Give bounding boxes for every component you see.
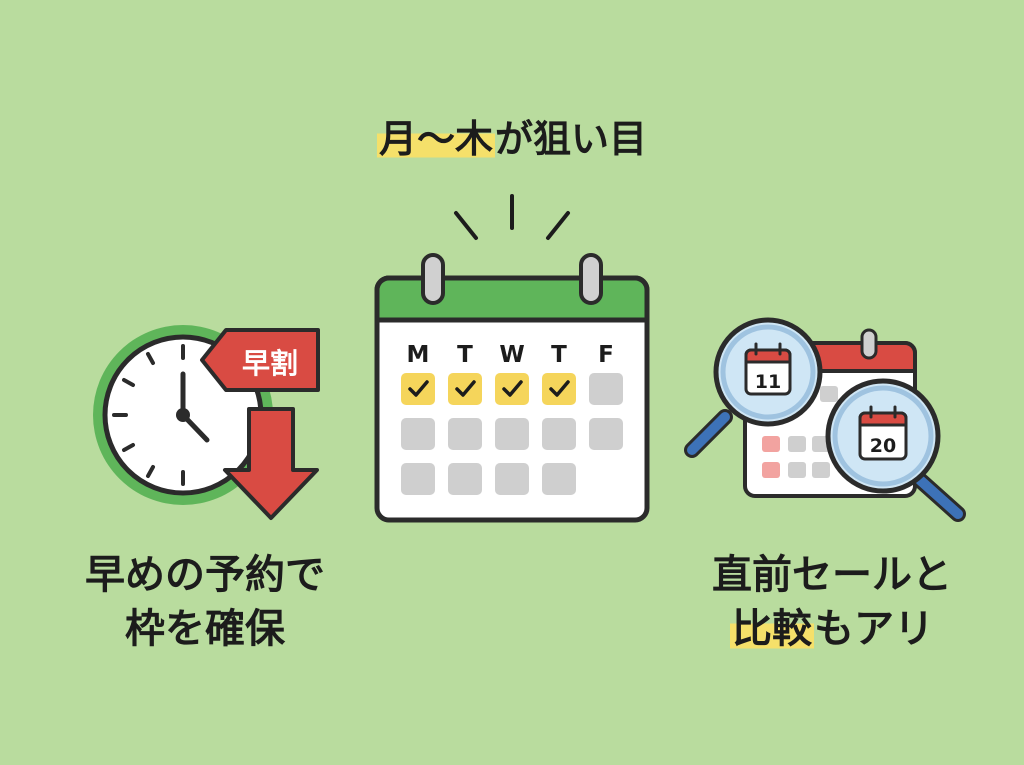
mini-calendar-1-date: 11 [755,371,781,393]
early-booking-badge: 早割 [200,328,320,392]
weekday-tue: T [457,342,473,368]
right-caption: 直前セールと 比較もアリ [662,548,1002,656]
right-caption-line-1: 直前セールと [712,552,952,598]
down-arrow-icon [223,407,319,520]
top-title-highlight: 月〜木 [376,117,495,161]
top-title: 月〜木が狙い目 [0,108,1024,163]
left-caption-line-1: 早めの予約で [85,552,325,598]
left-caption: 早めの予約で 枠を確保 [40,548,370,656]
mini-calendar-2-date: 20 [870,435,896,457]
burst-lines [454,194,570,240]
empty-cells [401,418,623,495]
check-icon [408,380,570,397]
right-caption-highlight: 比較 [730,606,814,652]
weekday-thu: T [551,342,567,368]
mini-calendar-icon-2: 20 [858,405,908,461]
magnifier-icon-1: 11 [684,317,823,458]
right-caption-rest: もアリ [814,606,934,652]
checked-cells [401,373,576,405]
early-booking-badge-label: 早割 [242,347,298,380]
weekday-wed: W [499,342,524,368]
top-title-rest: が狙い目 [495,117,648,161]
main-calendar-icon: M T W T F [374,253,650,523]
weekday-mon: M [407,342,430,368]
weekday-fri: F [598,342,614,368]
right-caption-line-2: 比較もアリ [662,602,1002,656]
mini-calendar-icon-1: 11 [744,342,792,396]
left-caption-line-2: 枠を確保 [125,606,285,652]
magnifier-icon-2: 20 [825,378,966,522]
